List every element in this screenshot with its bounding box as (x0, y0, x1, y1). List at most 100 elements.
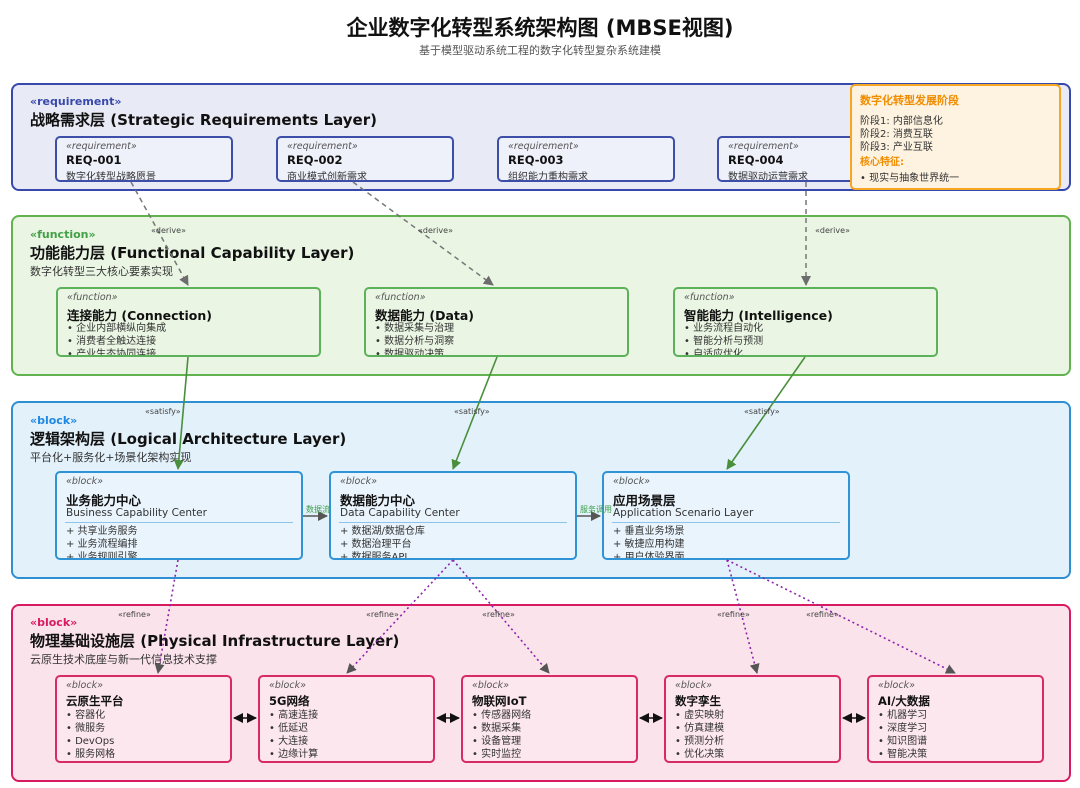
list-item: • 消费者全触达连接 (67, 336, 157, 347)
box-items: + 共享业务服务 + 业务流程编排 + 业务规则引擎 (66, 525, 138, 560)
function-box-intelligence[interactable]: «function» 智能能力 (Intelligence) • 业务流程自动化… (673, 287, 938, 357)
physical-box-5g[interactable]: «block» 5G网络 • 高速连接 • 低延迟 • 大连接 • 边缘计算 (258, 675, 435, 763)
function-box-connection[interactable]: «function» 连接能力 (Connection) • 企业内部横纵向集成… (56, 287, 321, 357)
box-items: • 传感器网络 • 数据采集 • 设备管理 • 实时监控 (472, 709, 531, 761)
layer-name: 战略需求层 (Strategic Requirements Layer) (30, 111, 377, 129)
box-items: • 虚实映射 • 仿真建模 • 预测分析 • 优化决策 (675, 709, 724, 761)
list-item: • 容器化 (66, 710, 106, 721)
refine-edge (154, 559, 179, 674)
derive-edge (352, 181, 494, 286)
box-items: + 垂直业务场景 + 敏捷应用构建 + 用户体验界面 (613, 525, 685, 558)
box-items: • 容器化 • 微服务 • DevOps • 服务网格 (66, 709, 115, 761)
satisfy-edge (173, 356, 189, 470)
stage-line: 阶段3: 产业互联 (860, 142, 933, 153)
box-stereotype: «requirement» (287, 141, 358, 152)
box-stereotype: «block» (675, 680, 712, 691)
box-name: 智能能力 (Intelligence) (684, 308, 833, 323)
box-stereotype: «block» (269, 680, 306, 691)
refine-label: «refine» (806, 610, 839, 619)
list-item: + 数据湖/数据仓库 (340, 526, 425, 537)
list-item: • 服务网格 (66, 749, 116, 760)
satisfy-edge (726, 356, 806, 470)
refine-edge (346, 559, 454, 674)
box-items: • 机器学习 • 深度学习 • 知识图谱 • 智能决策 (878, 709, 927, 761)
layer-desc: 云原生技术底座与新一代信息技术支撑 (30, 653, 217, 666)
layer-name: 逻辑架构层 (Logical Architecture Layer) (30, 430, 347, 448)
service-call-label: 服务调用 (580, 505, 612, 514)
refine-label: «refine» (482, 610, 515, 619)
divider (339, 522, 567, 523)
list-item: • 边缘计算 (269, 749, 319, 760)
refine-label: «refine» (717, 610, 750, 619)
function-box-data[interactable]: «function» 数据能力 (Data) • 数据采集与治理 • 数据分析与… (364, 287, 629, 357)
refine-edge (726, 559, 956, 674)
box-stereotype: «requirement» (508, 141, 579, 152)
box-name: AI/大数据 (878, 694, 930, 708)
list-item: + 数据治理平台 (340, 539, 412, 550)
list-item: • DevOps (66, 736, 115, 747)
list-item: + 垂直业务场景 (613, 526, 685, 537)
req-id: REQ-003 (508, 153, 564, 167)
list-item: • 深度学习 (878, 723, 928, 734)
list-item: • 数据分析与洞察 (375, 336, 455, 347)
box-stereotype: «block» (613, 476, 650, 487)
box-stereotype: «requirement» (728, 141, 799, 152)
physical-box-cloud-native[interactable]: «block» 云原生平台 • 容器化 • 微服务 • DevOps • 服务网… (55, 675, 232, 763)
layer-name: 物理基础设施层 (Physical Infrastructure Layer) (30, 632, 400, 650)
data-flow-label: 数据流 (306, 505, 330, 514)
layer-stereotype: «block» (30, 414, 78, 427)
list-item: • 传感器网络 (472, 710, 532, 721)
layer-name: 功能能力层 (Functional Capability Layer) (30, 244, 355, 262)
list-item: • 自适应优化 (684, 349, 744, 357)
physical-box-iot[interactable]: «block» 物联网IoT • 传感器网络 • 数据采集 • 设备管理 • 实… (461, 675, 638, 763)
box-name: 应用场景层 (613, 493, 676, 508)
req-box-003[interactable]: «requirement» REQ-003 组织能力重构需求 (497, 136, 675, 182)
list-item: • 高速连接 (269, 710, 319, 721)
list-item: • 大连接 (269, 736, 309, 747)
box-name: 业务能力中心 (66, 493, 142, 508)
list-item: • 仿真建模 (675, 723, 725, 734)
list-item: • 产业生态协同连接 (67, 349, 157, 357)
divider (65, 522, 293, 523)
satisfy-label: «satisfy» (454, 407, 490, 416)
req-desc: 组织能力重构需求 (508, 172, 588, 182)
stages-title: 数字化转型发展阶段 (860, 94, 959, 107)
diagram-title: 企业数字化转型系统架构图 (MBSE视图) (346, 16, 734, 40)
box-items: • 业务流程自动化 • 智能分析与预测 • 自适应优化 (684, 322, 763, 357)
logical-box-scenario[interactable]: «block» 应用场景层 Application Scenario Layer… (602, 471, 850, 560)
layer-stereotype: «requirement» (30, 95, 122, 108)
list-item: + 业务规则引擎 (66, 552, 138, 560)
layer-desc: 数字化转型三大核心要素实现 (30, 265, 173, 278)
feature-line: • 现实与抽象世界统一 (860, 173, 960, 184)
list-item: • 优化决策 (675, 749, 725, 760)
req-box-002[interactable]: «requirement» REQ-002 商业模式创新需求 (276, 136, 454, 182)
req-id: REQ-001 (66, 153, 122, 167)
physical-box-digital-twin[interactable]: «block» 数字孪生 • 虚实映射 • 仿真建模 • 预测分析 • 优化决策 (664, 675, 841, 763)
box-stereotype: «block» (340, 476, 377, 487)
box-name: 数字孪生 (675, 694, 721, 708)
box-stereotype: «block» (66, 680, 103, 691)
list-item: + 数据服务API (340, 552, 408, 560)
box-stereotype: «function» (375, 292, 426, 303)
divider (612, 522, 840, 523)
req-id: REQ-004 (728, 153, 784, 167)
derive-label: «derive» (151, 226, 186, 235)
logical-box-business[interactable]: «block» 业务能力中心 Business Capability Cente… (55, 471, 303, 560)
list-item: • 企业内部横纵向集成 (67, 323, 167, 334)
layer-stereotype: «function» (30, 228, 96, 241)
refine-label: «refine» (366, 610, 399, 619)
req-box-001[interactable]: «requirement» REQ-001 数字化转型战略愿景 (55, 136, 233, 182)
box-subtitle: Data Capability Center (340, 507, 460, 519)
box-subtitle: Business Capability Center (66, 507, 207, 519)
box-name: 数据能力中心 (340, 493, 416, 508)
physical-box-ai-bigdata[interactable]: «block» AI/大数据 • 机器学习 • 深度学习 • 知识图谱 • 智能… (867, 675, 1044, 763)
transformation-stages-panel: 数字化转型发展阶段 阶段1: 内部信息化 阶段2: 消费互联 阶段3: 产业互联… (850, 84, 1061, 190)
logical-box-data[interactable]: «block» 数据能力中心 Data Capability Center + … (329, 471, 577, 560)
derive-edge (130, 181, 189, 286)
list-item: • 机器学习 (878, 710, 928, 721)
box-stereotype: «block» (878, 680, 915, 691)
list-item: • 虚实映射 (675, 710, 725, 721)
list-item: • 设备管理 (472, 736, 522, 747)
box-name: 5G网络 (269, 694, 310, 708)
